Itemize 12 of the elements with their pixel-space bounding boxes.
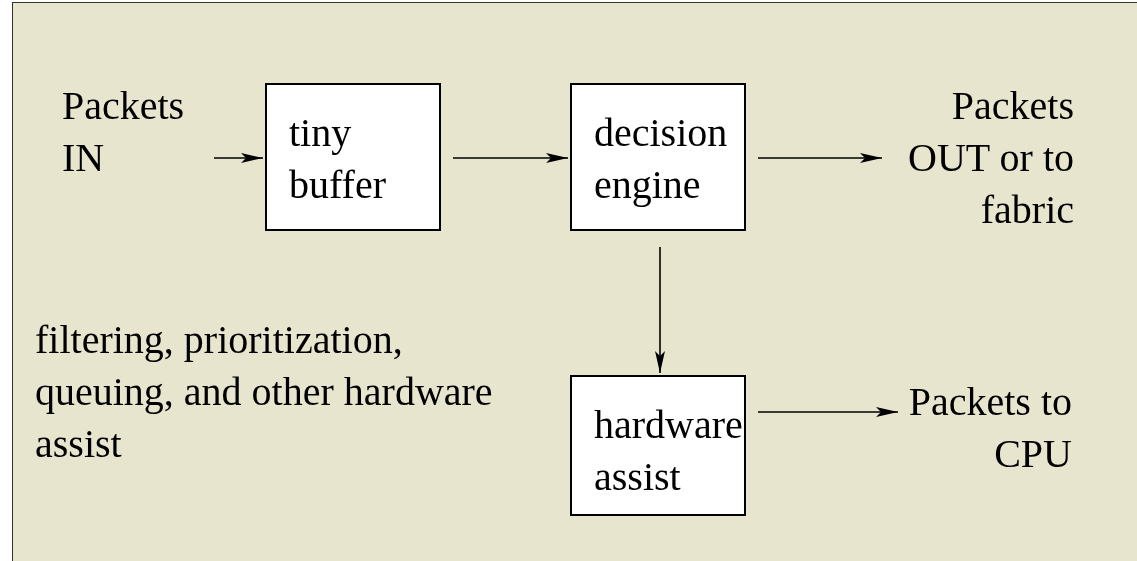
process-box: tiny buffer xyxy=(265,83,441,231)
note-text: filtering, prioritization, queuing, and other hardware assist xyxy=(35,316,494,468)
node-text: Packets to CPU xyxy=(900,376,1072,480)
node-text: Packets IN xyxy=(62,80,212,184)
arrow xyxy=(452,153,569,163)
arrow xyxy=(757,153,883,163)
node-text: Packets OUT or to fabric xyxy=(884,80,1074,236)
arrow xyxy=(757,407,899,417)
arrow xyxy=(213,153,264,163)
process-box: decision engine xyxy=(570,83,746,231)
arrow xyxy=(655,246,665,374)
process-box: hardware assist xyxy=(570,375,746,516)
